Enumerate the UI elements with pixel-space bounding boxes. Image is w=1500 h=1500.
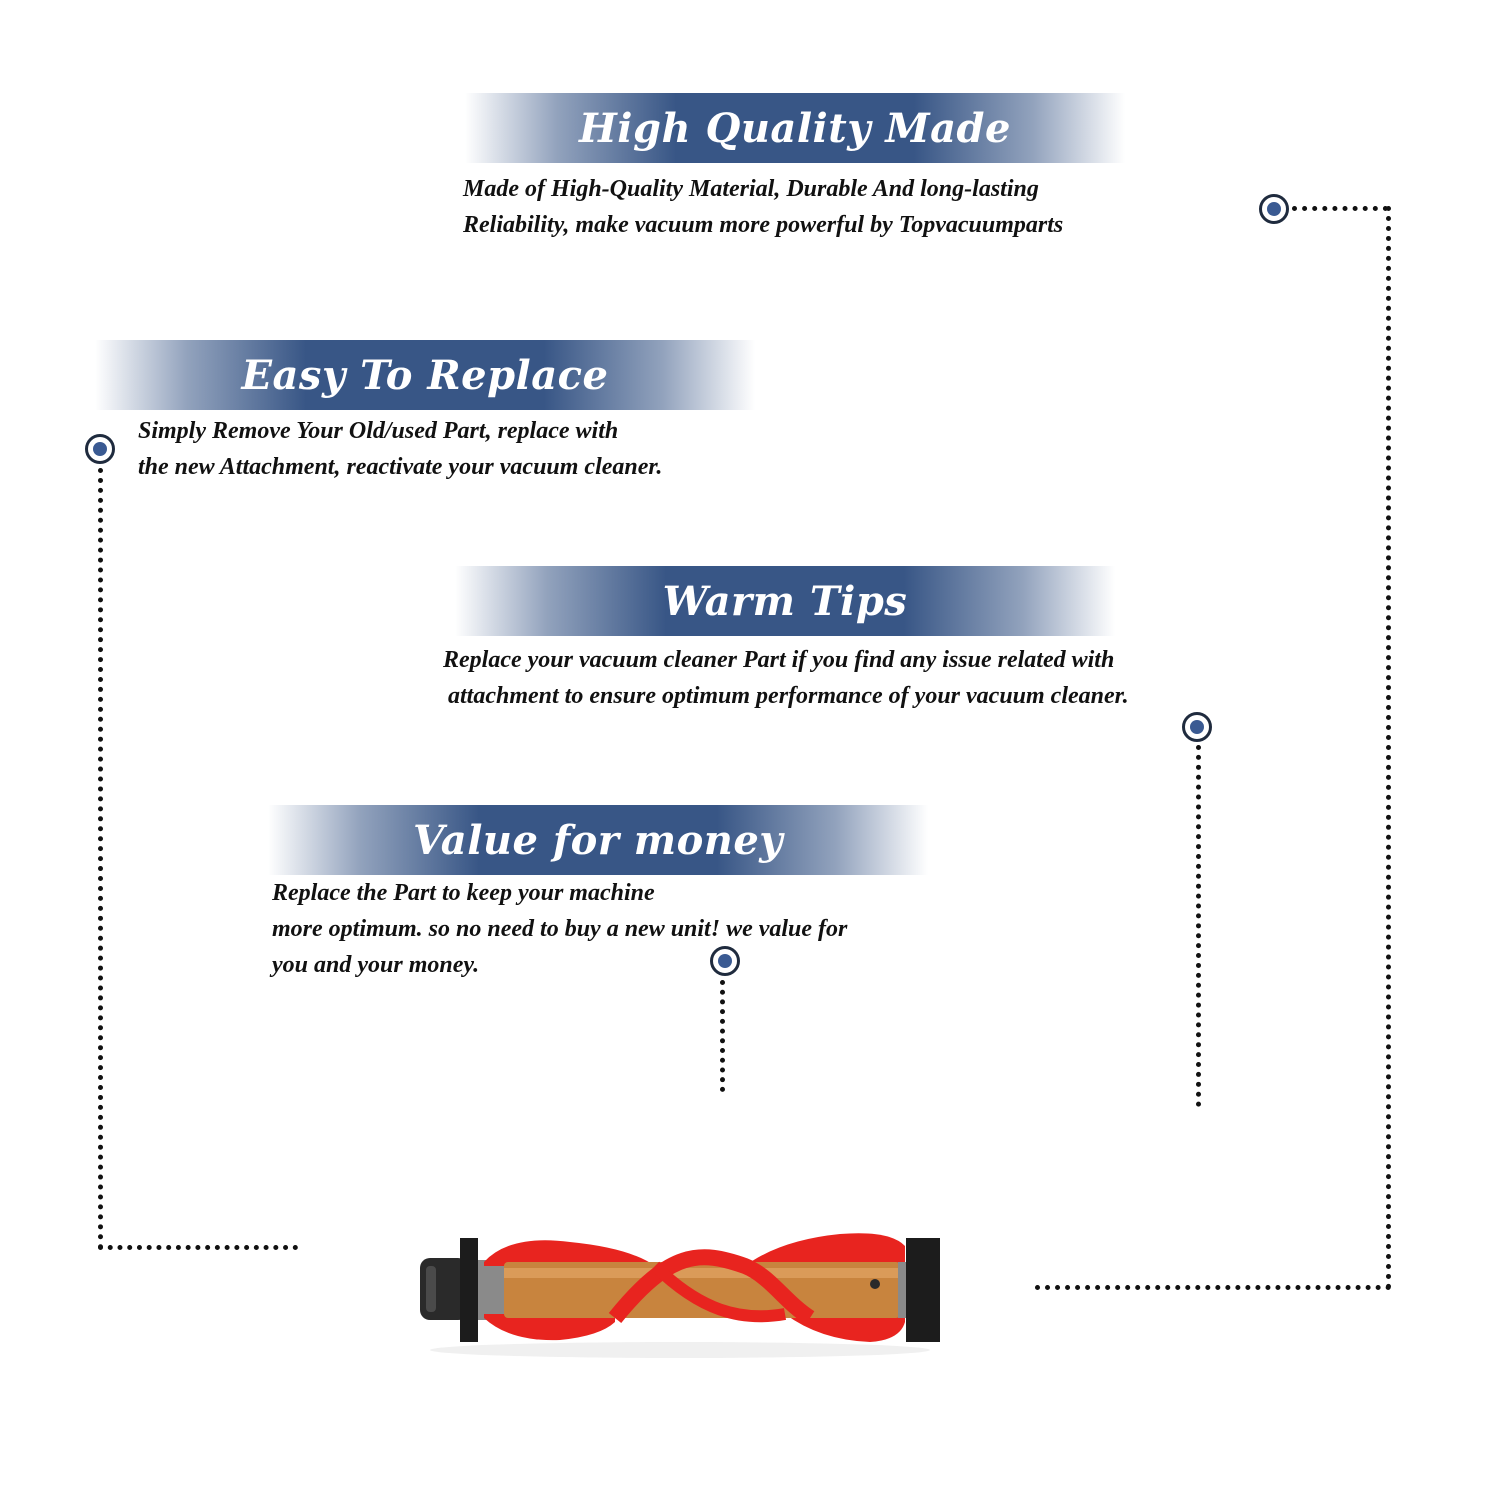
product-shadow [430, 1342, 930, 1358]
connector-quality-right [1386, 206, 1391, 1290]
value-line-2: more optimum. so no need to buy a new un… [272, 916, 848, 942]
value-line-3: you and your money. [272, 952, 480, 978]
dowel-highlight [504, 1268, 900, 1278]
connector-replace-bottom [98, 1245, 298, 1250]
left-collar [478, 1260, 506, 1320]
value-banner: Value for money [268, 805, 928, 875]
tips-line-2: attachment to ensure optimum performance… [448, 683, 1129, 709]
target-dot-icon [1182, 712, 1212, 742]
right-collar [898, 1262, 908, 1318]
left-bracket [460, 1238, 478, 1342]
bristles-top-right [745, 1233, 905, 1266]
dowel-screw [870, 1279, 880, 1289]
bristles-bottom-right [785, 1314, 905, 1342]
brush-roll-icon [420, 1233, 940, 1358]
bristles-top-left [484, 1240, 655, 1266]
bristles-bottom-left [484, 1314, 615, 1341]
connector-value [720, 980, 725, 1092]
tips-description: Replace your vacuum cleaner Part if you … [443, 642, 1129, 714]
replace-banner: Easy To Replace [95, 340, 755, 410]
quality-line-2: Reliability, make vacuum more powerful b… [463, 212, 1064, 238]
value-title: Value for money [412, 816, 784, 864]
bristle-spiral-2 [650, 1261, 787, 1323]
quality-line-1: Made of High-Quality Material, Durable A… [463, 176, 1039, 202]
quality-banner: High Quality Made [465, 93, 1125, 163]
connector-tips [1196, 745, 1201, 1107]
tips-title: Warm Tips [662, 577, 908, 625]
connector-quality-top [1292, 206, 1388, 211]
left-end-cap-highlight [426, 1266, 436, 1312]
value-description: Replace the Part to keep your machine mo… [272, 875, 847, 983]
connector-replace-left [98, 468, 103, 1250]
target-dot-icon [710, 946, 740, 976]
tips-banner: Warm Tips [455, 566, 1115, 636]
value-line-1: Replace the Part to keep your machine [272, 880, 655, 906]
right-end-cap [906, 1238, 940, 1342]
replace-description: Simply Remove Your Old/used Part, replac… [138, 413, 662, 485]
tips-line-1: Replace your vacuum cleaner Part if you … [443, 647, 1115, 673]
replace-line-1: Simply Remove Your Old/used Part, replac… [138, 418, 619, 444]
replace-title: Easy To Replace [241, 351, 609, 399]
connector-quality-bottom [1035, 1285, 1391, 1290]
bristle-spiral [608, 1249, 815, 1325]
replace-line-2: the new Attachment, reactivate your vacu… [138, 454, 663, 480]
target-dot-icon [1259, 194, 1289, 224]
quality-title: High Quality Made [579, 104, 1011, 152]
target-dot-icon [85, 434, 115, 464]
quality-description: Made of High-Quality Material, Durable A… [463, 171, 1063, 243]
